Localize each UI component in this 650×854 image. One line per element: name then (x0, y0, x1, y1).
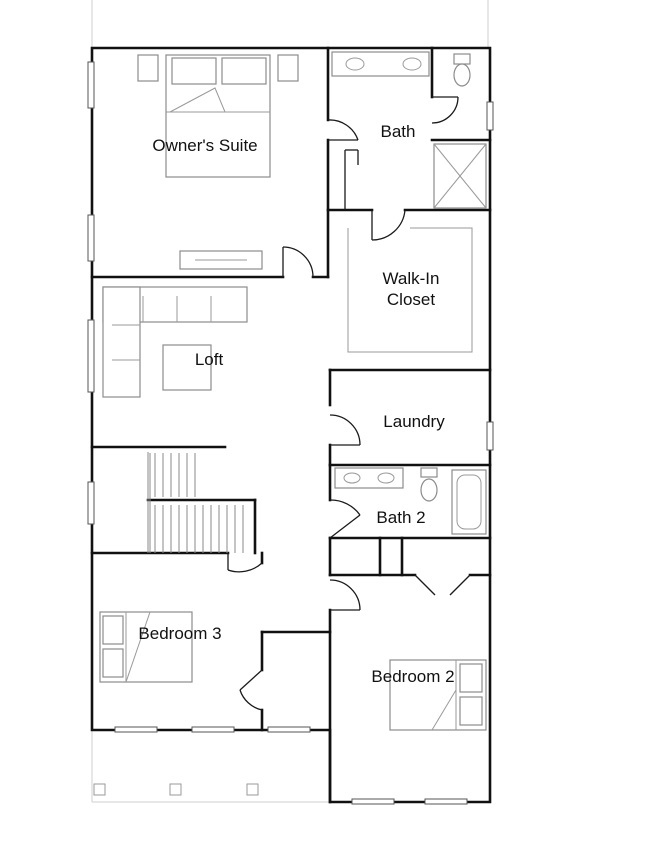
walls (90, 46, 492, 804)
room-label-owners-suite: Owner's Suite (152, 136, 257, 155)
staircase (147, 452, 244, 553)
room-labels: Owner's Suite Bath Walk-In Closet Loft L… (138, 122, 454, 686)
room-label-walk-in-closet-line1: Walk-In (383, 269, 440, 288)
room-label-bedroom-2: Bedroom 2 (371, 667, 454, 686)
room-label-bath-2: Bath 2 (376, 508, 425, 527)
room-label-laundry: Laundry (383, 412, 445, 431)
room-label-loft: Loft (195, 350, 224, 369)
furniture (99, 51, 487, 731)
exterior-outline (91, 0, 489, 803)
room-label-bedroom-3: Bedroom 3 (138, 624, 221, 643)
doors (227, 96, 471, 711)
room-label-bath: Bath (381, 122, 416, 141)
windows (87, 61, 494, 805)
room-label-walk-in-closet-line2: Closet (387, 290, 435, 309)
